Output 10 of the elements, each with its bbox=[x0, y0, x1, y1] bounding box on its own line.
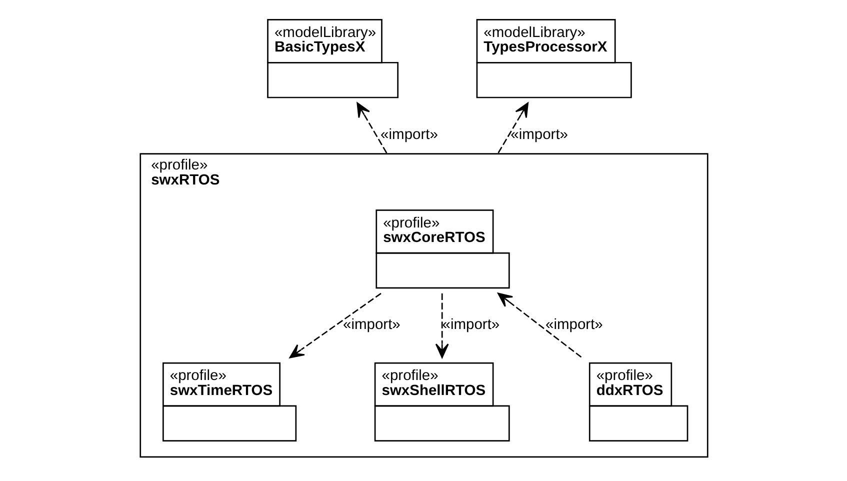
edge-label: «import» bbox=[380, 126, 438, 142]
edge-label: «import» bbox=[545, 316, 602, 333]
edge-label: «import» bbox=[342, 316, 400, 333]
edge-label: «import» bbox=[442, 316, 500, 333]
arrow bbox=[356, 102, 388, 154]
arrow bbox=[496, 102, 528, 154]
arrow bbox=[288, 292, 381, 358]
edge-label: «import» bbox=[510, 126, 568, 142]
arrow bbox=[434, 292, 448, 358]
arrow bbox=[497, 292, 582, 358]
